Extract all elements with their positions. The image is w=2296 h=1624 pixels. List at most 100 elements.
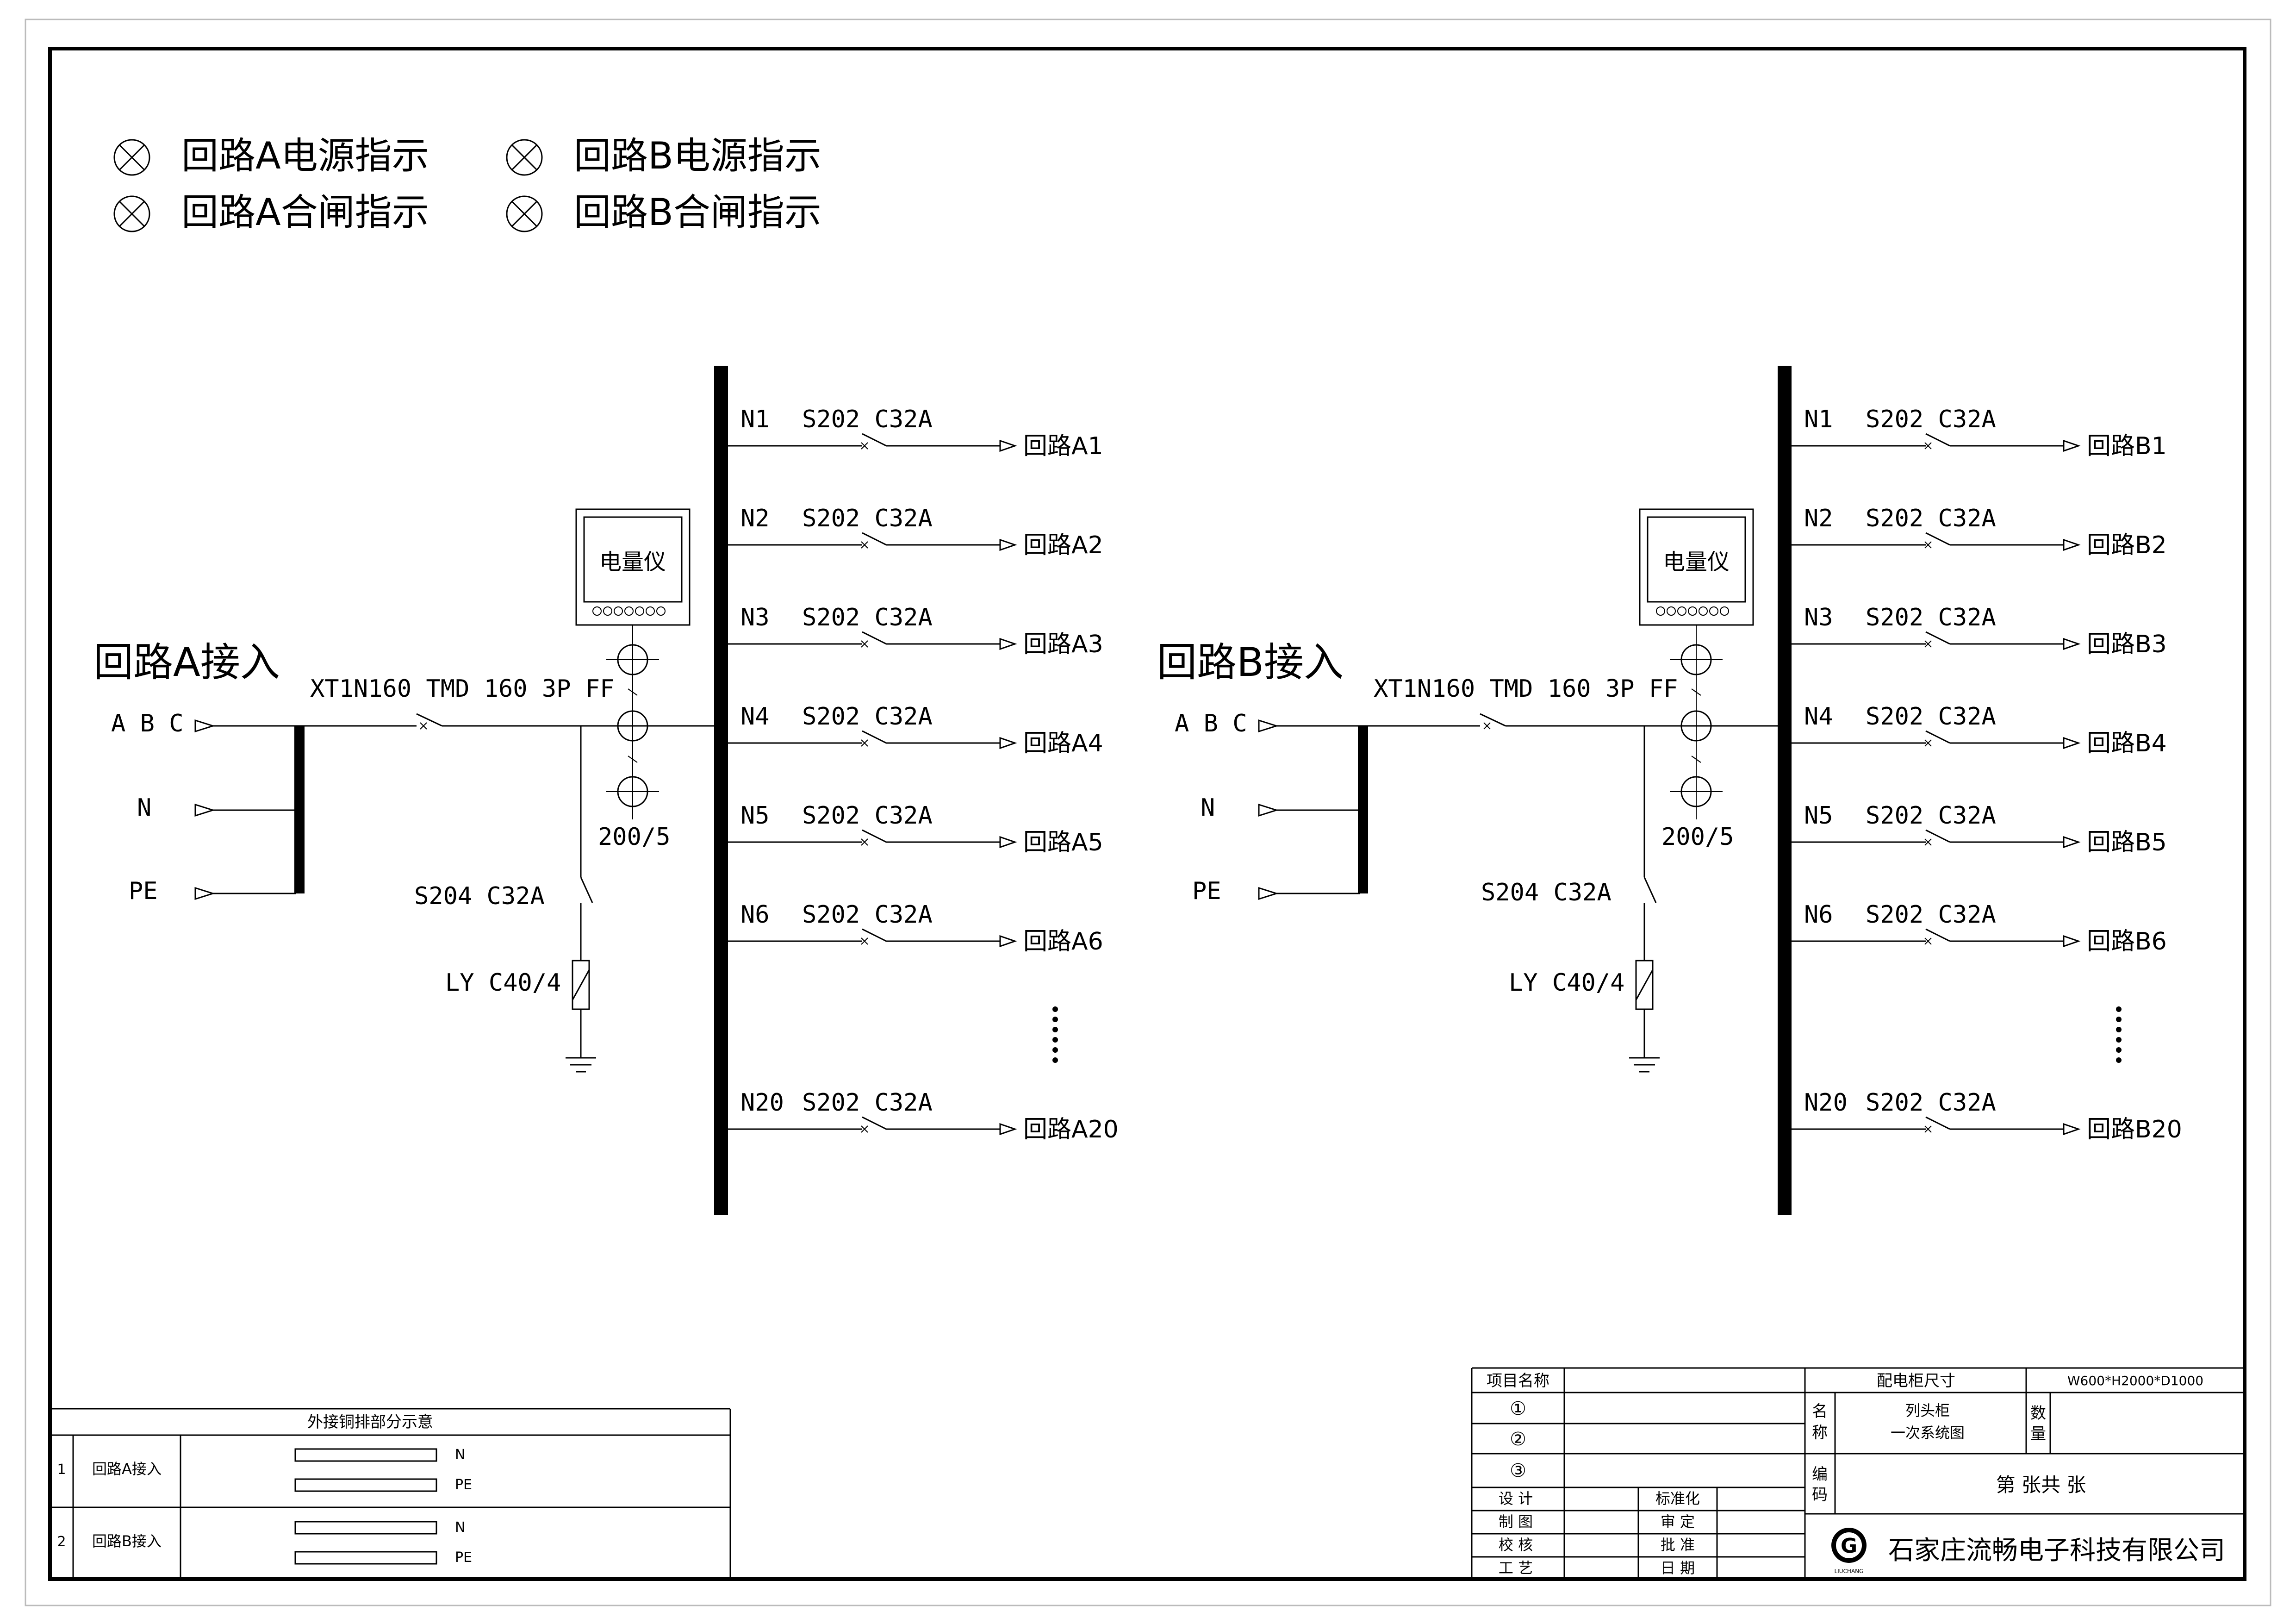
branch-breaker-label: S202 C32A [802,802,933,830]
breaker-contact [1925,433,1950,447]
branch-output-label: 回路B20 [2087,1116,2182,1143]
branch-output-label: 回路B5 [2087,829,2167,856]
circuit-title: 回路B接入 [1157,639,1344,686]
spd-breaker-label: S204 C32A [414,882,545,910]
branch-breaker-label: S202 C32A [1866,703,1996,731]
phase-label: A B C [1175,710,1247,737]
phase-label: PE [1192,877,1221,905]
company-name: 石家庄流畅电子科技有限公司 [1888,1536,2225,1566]
input-arrow-icon [1258,887,1279,900]
revision-mark: ② [1510,1429,1526,1450]
output-arrow-icon [2063,637,2081,650]
branch-number: N4 [1804,703,1833,731]
branch-number: N4 [740,703,770,731]
spd-breaker-label: S204 C32A [1481,879,1612,906]
branch-number: N3 [1804,604,1833,631]
revision-mark: ③ [1510,1460,1526,1481]
main-breaker-label: XT1N160 TMD 160 3P FF [310,675,614,703]
branch-number: N1 [1804,406,1833,433]
output-arrow-icon [999,637,1017,650]
copper-bar-label: N [455,1519,465,1536]
output-arrow-icon [2063,737,2081,750]
company-logo: G LIUCHANG [1831,1528,1867,1574]
meter-label: 电量仪 [599,549,666,575]
breaker-trip-mark [1924,937,1932,945]
breaker-contact [1480,713,1506,727]
branch-number: N5 [1804,802,1833,830]
copper-row-name: 回路B接入 [92,1532,162,1550]
breaker-trip-mark [1924,838,1932,846]
indicator-lamp-icon [506,195,543,232]
main-breaker-label: XT1N160 TMD 160 3P FF [1374,675,1678,703]
branch-output-label: 回路B6 [2087,928,2167,956]
branch-output-label: 回路A3 [1023,631,1103,658]
surge-protector-mark [572,969,590,1000]
breaker-trip-mark [861,937,868,945]
power-meter: 电量仪 [1639,508,1754,626]
breaker-contact [416,713,442,727]
role-label: 标准化 [1655,1490,1700,1507]
copper-bar-label: PE [455,1549,472,1566]
phase-label: N [137,794,151,822]
power-meter: 电量仪 [575,508,691,626]
role-label: 批 准 [1661,1536,1695,1554]
breaker-contact [862,1116,887,1130]
logo-letter: G [1841,1534,1857,1558]
branch-output-label: 回路B4 [2087,730,2167,757]
continuation-dots [2116,1006,2122,1063]
pe-n-busbar [1358,726,1368,893]
breaker-trip-mark [861,640,868,648]
branch-number: N2 [1804,505,1833,532]
circuit-a: 回路A接入 A B C N PE XT1N160 TMD 160 3P FF 电… [93,366,1119,1215]
ct-ratio-label: 200/5 [598,823,671,851]
ground-icon [1629,1057,1660,1073]
output-arrow-icon [999,538,1017,551]
breaker-contact [1925,730,1950,744]
branch-output-label: 回路A4 [1023,730,1103,757]
revision-mark: ① [1510,1398,1526,1419]
branch-number: N5 [740,802,770,830]
branch-breaker-label: S202 C32A [1866,505,1996,532]
legend-label: 回路A合闸指示 [181,191,429,234]
legend-label: 回路A电源指示 [181,134,429,177]
main-busbar [1778,366,1792,1215]
quantity-label: 量 [2030,1424,2046,1443]
branch-number: N6 [740,901,770,929]
project-name-label: 项目名称 [1487,1372,1549,1390]
branch-breaker-label: S202 C32A [802,901,933,929]
breaker-trip-mark [1483,722,1491,730]
logo-caption: LIUCHANG [1835,1568,1864,1574]
breaker-trip-mark [1924,442,1932,450]
name-label: 名 [1812,1402,1828,1421]
spd-label: LY C40/4 [445,969,561,997]
breaker-trip-mark [420,722,427,730]
legend-label: 回路B电源指示 [574,134,821,177]
cabinet-size-label: 配电柜尺寸 [1877,1372,1955,1390]
current-transformer [1670,625,1723,819]
output-arrow-icon [2063,538,2081,551]
quantity-label: 数 [2030,1404,2046,1423]
current-transformer [606,625,659,819]
branch-breaker-label: S202 C32A [1866,1089,1996,1117]
breaker-trip-mark [1924,739,1932,747]
circuit-title: 回路A接入 [93,639,280,686]
breaker-contact [580,877,593,903]
indicator-legend: 回路A电源指示 回路B电源指示 回路A合闸指示 回路B合闸指示 [113,134,821,234]
branch-output-label: 回路A2 [1023,531,1103,559]
role-label: 校 核 [1499,1536,1533,1554]
output-arrow-icon [2063,1123,2081,1136]
ct-ratio-label: 200/5 [1661,823,1734,851]
branch-number: N20 [740,1089,784,1117]
phase-label: PE [129,877,158,905]
branch-output-label: 回路B2 [2087,531,2167,559]
role-label: 制 图 [1499,1513,1533,1530]
cabinet-size: W600*H2000*D1000 [2067,1373,2203,1388]
breaker-contact [1925,928,1950,942]
branch-breaker-label: S202 C32A [802,406,933,433]
breaker-trip-mark [861,1125,868,1133]
